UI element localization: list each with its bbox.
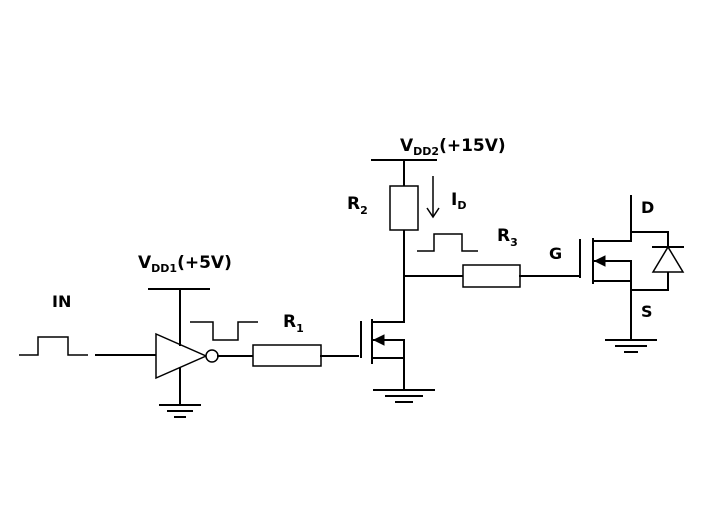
- ground-icon: [373, 389, 435, 403]
- label-r2: R2: [347, 194, 368, 217]
- label-id: ID: [451, 190, 466, 212]
- power-mosfet-icon: [579, 238, 632, 284]
- inverter-bubble: [205, 349, 219, 363]
- drain-pulse-icon: [417, 233, 478, 252]
- ground-icon: [605, 339, 657, 353]
- label-gate: G: [549, 244, 562, 263]
- label-r1: R1: [283, 312, 304, 335]
- diode-icon: [651, 245, 685, 273]
- inverted-pulse-icon: [190, 321, 258, 341]
- label-in: IN: [52, 292, 71, 311]
- input-pulse-icon: [19, 336, 88, 356]
- resistor-r2-icon: [389, 185, 419, 231]
- driver-mosfet-icon: [360, 319, 405, 364]
- resistor-r1-icon: [252, 344, 322, 367]
- label-drain: D: [641, 198, 654, 217]
- label-vdd2: VDD2(+15V): [400, 136, 506, 158]
- resistor-r3-icon: [462, 264, 521, 288]
- label-source: S: [641, 302, 653, 321]
- current-arrow-icon: [426, 176, 440, 219]
- label-r3: R3: [497, 226, 518, 249]
- ground-icon: [159, 404, 201, 418]
- label-vdd1: VDD1(+5V): [138, 253, 232, 275]
